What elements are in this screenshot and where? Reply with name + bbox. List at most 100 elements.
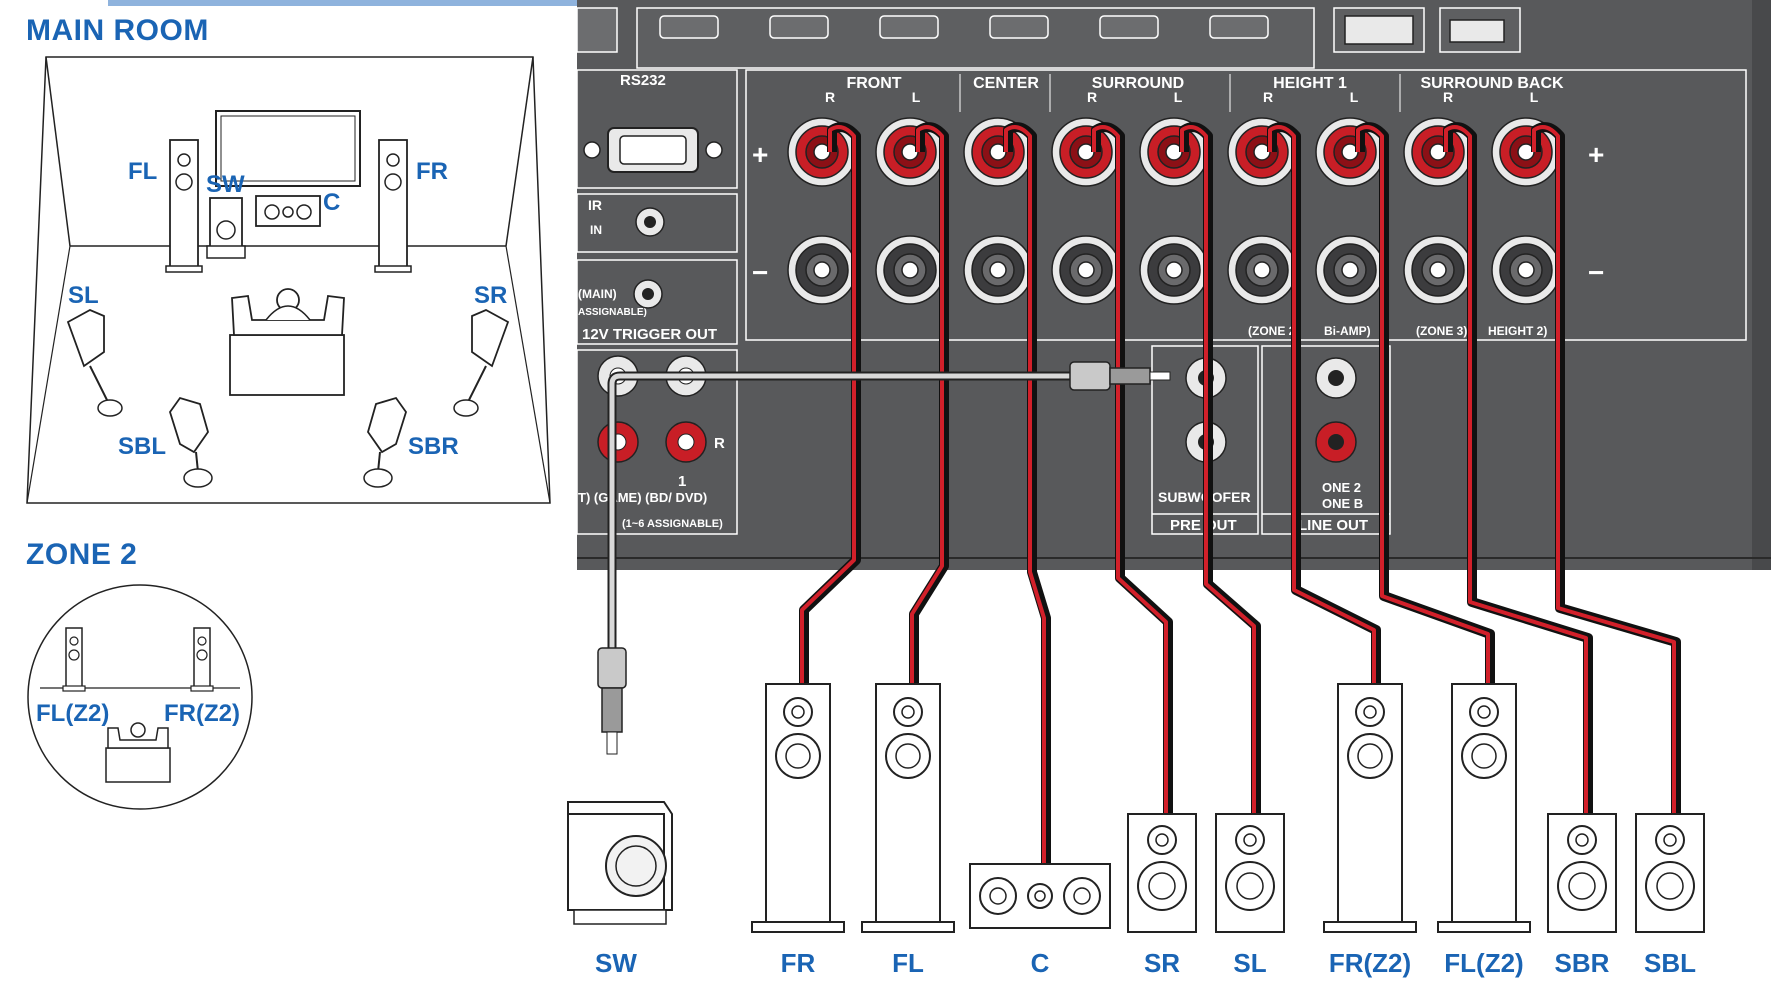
channel-group-0: FRONT <box>846 75 901 92</box>
ir-label: IR <box>588 197 602 213</box>
speaker-label-5: SL <box>1233 948 1266 978</box>
zone2-heading: ZONE 2 <box>26 538 138 571</box>
main-label: (MAIN) <box>578 287 617 301</box>
speaker-label-3: C <box>1031 948 1050 978</box>
plus-right: + <box>1588 139 1604 170</box>
cable-8 <box>1443 122 1593 814</box>
height2-label: HEIGHT 2) <box>1488 324 1547 338</box>
zone2-fl-speaker-icon <box>62 627 86 692</box>
terminal-minus-6 <box>1315 235 1385 305</box>
zone2-pre-label: ONE 2 <box>1322 480 1361 495</box>
room-label-sbr: SBR <box>408 433 459 460</box>
terminal-minus-4 <box>1139 235 1209 305</box>
speaker-label-2: FL <box>892 948 924 978</box>
top-accent-bar <box>108 0 940 6</box>
main-room-illustration: FL SW C FR SL SR SBL SBR <box>26 56 551 504</box>
minus-right: − <box>1588 257 1604 288</box>
speaker-unit-3 <box>969 863 1111 929</box>
room-fr-speaker-icon <box>374 139 412 273</box>
speaker-cables <box>799 122 1681 864</box>
room-label-fl: FL <box>128 158 157 185</box>
cable-2 <box>909 122 949 684</box>
cable-6 <box>1267 122 1381 684</box>
cable-9 <box>1531 122 1681 814</box>
subwoofer-rca-cable <box>597 361 1171 755</box>
speaker-unit-1 <box>751 683 845 933</box>
tv-icon <box>215 110 361 187</box>
control-section <box>576 69 1747 535</box>
channel-group-4: SURROUND BACK <box>1420 75 1564 92</box>
speaker-unit-6 <box>1323 683 1417 933</box>
room-fl-speaker-icon <box>165 139 203 273</box>
speaker-unit-5 <box>1215 813 1285 933</box>
room-sbl-speaker-icon <box>169 396 213 488</box>
assignable-inputs-label: (1~6 ASSIGNABLE) <box>622 518 723 530</box>
terminal-minus-5 <box>1227 235 1297 305</box>
speaker-label-8: SBR <box>1555 948 1610 978</box>
terminal-plus-2 <box>963 117 1033 187</box>
terminal-minus-0 <box>787 235 857 305</box>
cable-4 <box>1091 122 1173 814</box>
group-l-0: L <box>912 89 921 105</box>
channel-group-1: CENTER <box>973 75 1039 92</box>
minus-left: − <box>752 257 768 288</box>
cable-5 <box>1179 122 1261 814</box>
speaker-label-0: SW <box>595 948 637 978</box>
speaker-terminals <box>787 117 1561 305</box>
zone2-label-fl: FL(Z2) <box>36 700 109 727</box>
channel-group-2: SURROUND <box>1092 75 1184 92</box>
speaker-label-7: FL(Z2) <box>1444 948 1523 978</box>
speaker-label-4: SR <box>1144 948 1180 978</box>
ir-in-label: IN <box>590 223 602 237</box>
terminal-minus-1 <box>875 235 945 305</box>
speaker-unit-2 <box>861 683 955 933</box>
terminal-minus-8 <box>1491 235 1561 305</box>
channel-group-3: HEIGHT 1 <box>1273 75 1347 92</box>
zone2-label-fr: FR(Z2) <box>164 700 240 727</box>
cable-7 <box>1355 122 1495 684</box>
zone2-small-label: (ZONE 2) <box>1248 324 1299 338</box>
room-sl-speaker-icon <box>66 309 123 417</box>
cable-1 <box>799 122 861 684</box>
group-r-3: R <box>1443 89 1453 105</box>
room-center-speaker-icon <box>255 195 321 227</box>
room-label-sw: SW <box>206 171 245 198</box>
zoneb-label: ONE B <box>1322 496 1363 511</box>
plus-left: + <box>752 139 768 170</box>
rca-1-label: 1 <box>678 473 686 490</box>
terminal-minus-2 <box>963 235 1033 305</box>
speaker-unit-8 <box>1547 813 1617 933</box>
zone2-sofa-icon <box>105 722 171 783</box>
room-label-sr: SR <box>474 282 507 309</box>
zone2-fr-speaker-icon <box>190 627 214 692</box>
zone3-label: (ZONE 3) <box>1416 324 1467 338</box>
rs232-label: RS232 <box>620 72 666 89</box>
trigger-label: 12V TRIGGER OUT <box>582 326 717 343</box>
assignable-label: ASSIGNABLE) <box>578 307 647 318</box>
group-r-2: R <box>1263 89 1273 105</box>
speaker-label-6: FR(Z2) <box>1329 948 1411 978</box>
group-l-3: L <box>1530 89 1539 105</box>
group-r-0: R <box>825 89 835 105</box>
zone2-illustration: FL(Z2) FR(Z2) <box>27 584 253 810</box>
speaker-unit-9 <box>1635 813 1705 933</box>
sofa-listener-icon <box>229 288 345 396</box>
group-r-1: R <box>1087 89 1097 105</box>
room-label-fr: FR <box>416 158 448 185</box>
room-label-c: C <box>323 189 340 216</box>
speaker-label-9: SBL <box>1644 948 1696 978</box>
room-label-sl: SL <box>68 282 99 309</box>
speaker-units <box>567 683 1705 933</box>
room-subwoofer-icon <box>206 197 246 259</box>
room-label-sbl: SBL <box>118 433 166 460</box>
inputs-label: T) (GAME) (BD/ DVD) <box>578 490 707 505</box>
receiver-back-panel: RS232 IR IN (MAIN) ASSIGNABLE) 12V TRIGG… <box>576 0 1771 570</box>
speaker-unit-7 <box>1437 683 1531 933</box>
terminal-plus-0 <box>787 117 857 187</box>
rca-r-label: R <box>714 435 725 452</box>
main-room-heading: MAIN ROOM <box>26 14 209 47</box>
speaker-unit-4 <box>1127 813 1197 933</box>
line-out-label: LINE OUT <box>1298 517 1368 534</box>
